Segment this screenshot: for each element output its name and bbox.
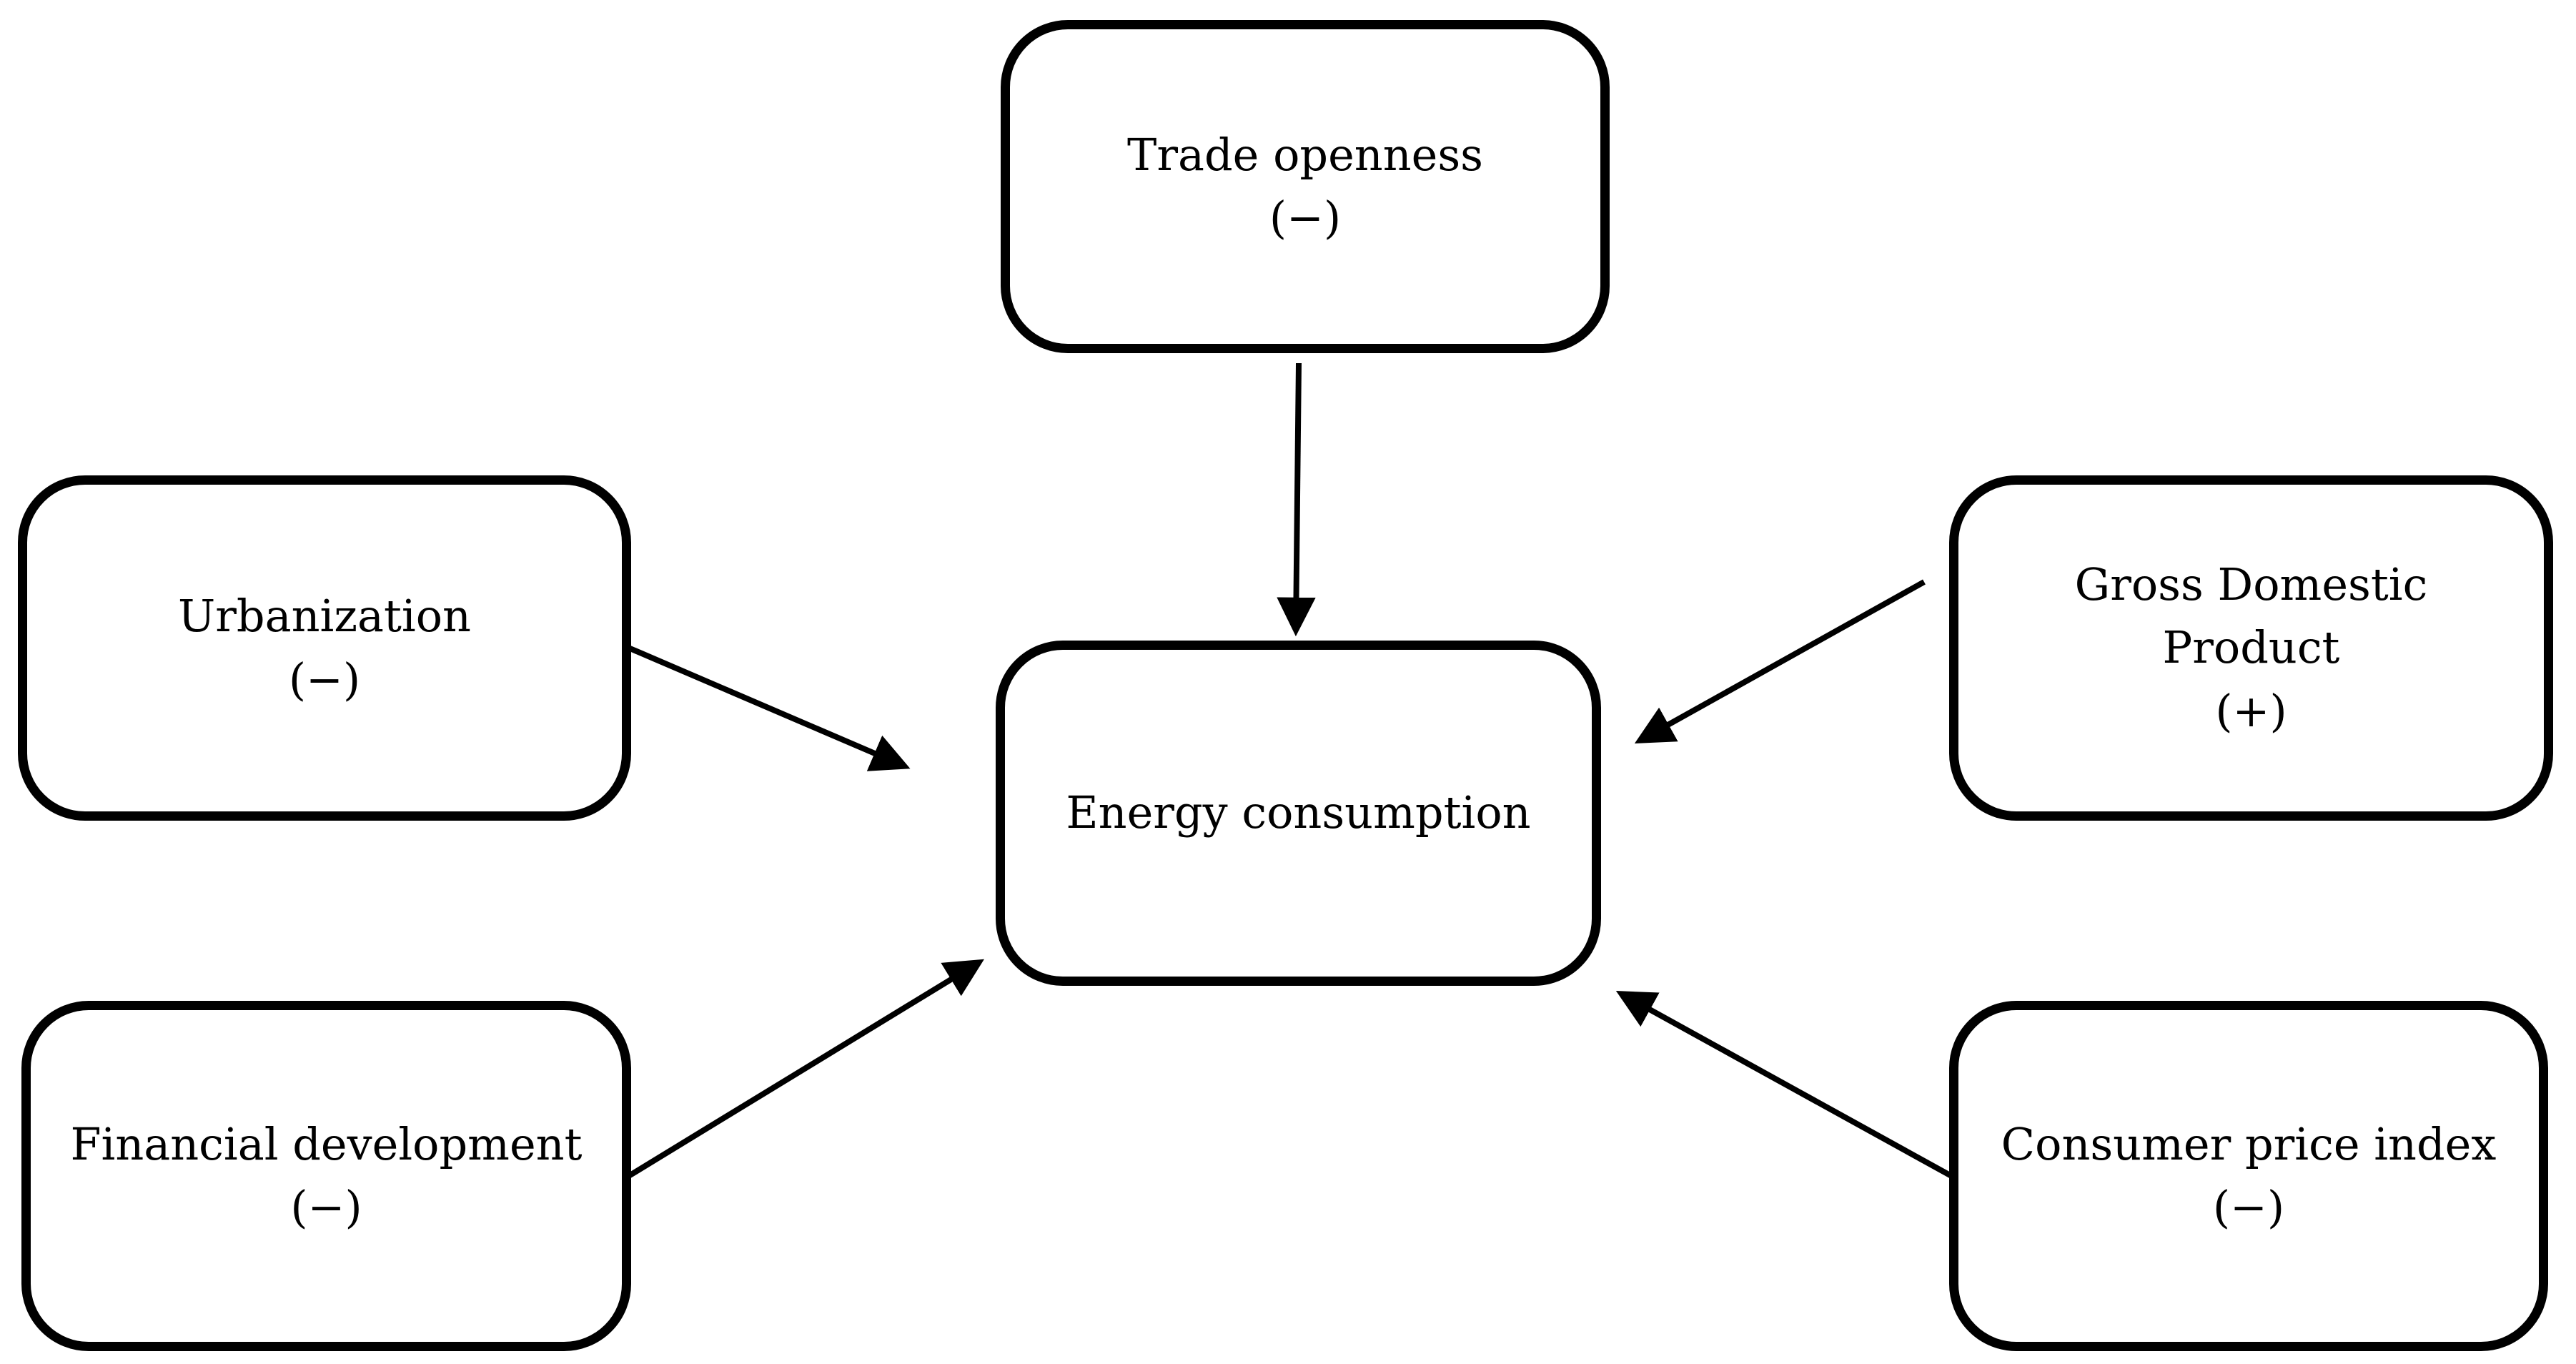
node-trade-openness: Trade openness (−) [1001, 20, 1610, 353]
arrow-gross-domestic-product-to-energy [1634, 579, 1926, 743]
node-gross-domestic-product: Gross Domestic Product (+) [1949, 475, 2553, 821]
node-urbanization: Urbanization (−) [18, 475, 631, 821]
node-urbanization-label: Urbanization [178, 590, 471, 643]
node-financial-development-label: Financial development [70, 1117, 583, 1170]
node-urbanization-sign: (−) [288, 653, 361, 706]
node-financial-development-sign: (−) [290, 1181, 362, 1233]
node-consumer-price-index-label: Consumer price index [2001, 1117, 2497, 1170]
node-trade-openness-label: Trade openness [1127, 128, 1483, 181]
node-financial-development: Financial development (−) [21, 1001, 631, 1351]
node-energy-consumption-label: Energy consumption [1066, 786, 1531, 839]
node-trade-openness-sign: (−) [1269, 192, 1342, 244]
arrow-trade-openness-to-energy [1277, 362, 1316, 637]
node-consumer-price-index-sign: (−) [2212, 1181, 2285, 1233]
node-gross-domestic-product-label-line1: Gross Domestic [2074, 558, 2428, 611]
node-consumer-price-index: Consumer price index (−) [1949, 1001, 2548, 1351]
node-energy-consumption: Energy consumption [996, 641, 1601, 986]
arrow-financial-development-to-energy [625, 959, 984, 1180]
node-gross-domestic-product-sign: (+) [2215, 684, 2287, 737]
arrow-consumer-price-index-to-energy [1615, 991, 1954, 1180]
node-gross-domestic-product-label-line2: Product [2162, 621, 2340, 674]
arrow-urbanization-to-energy [627, 645, 911, 771]
